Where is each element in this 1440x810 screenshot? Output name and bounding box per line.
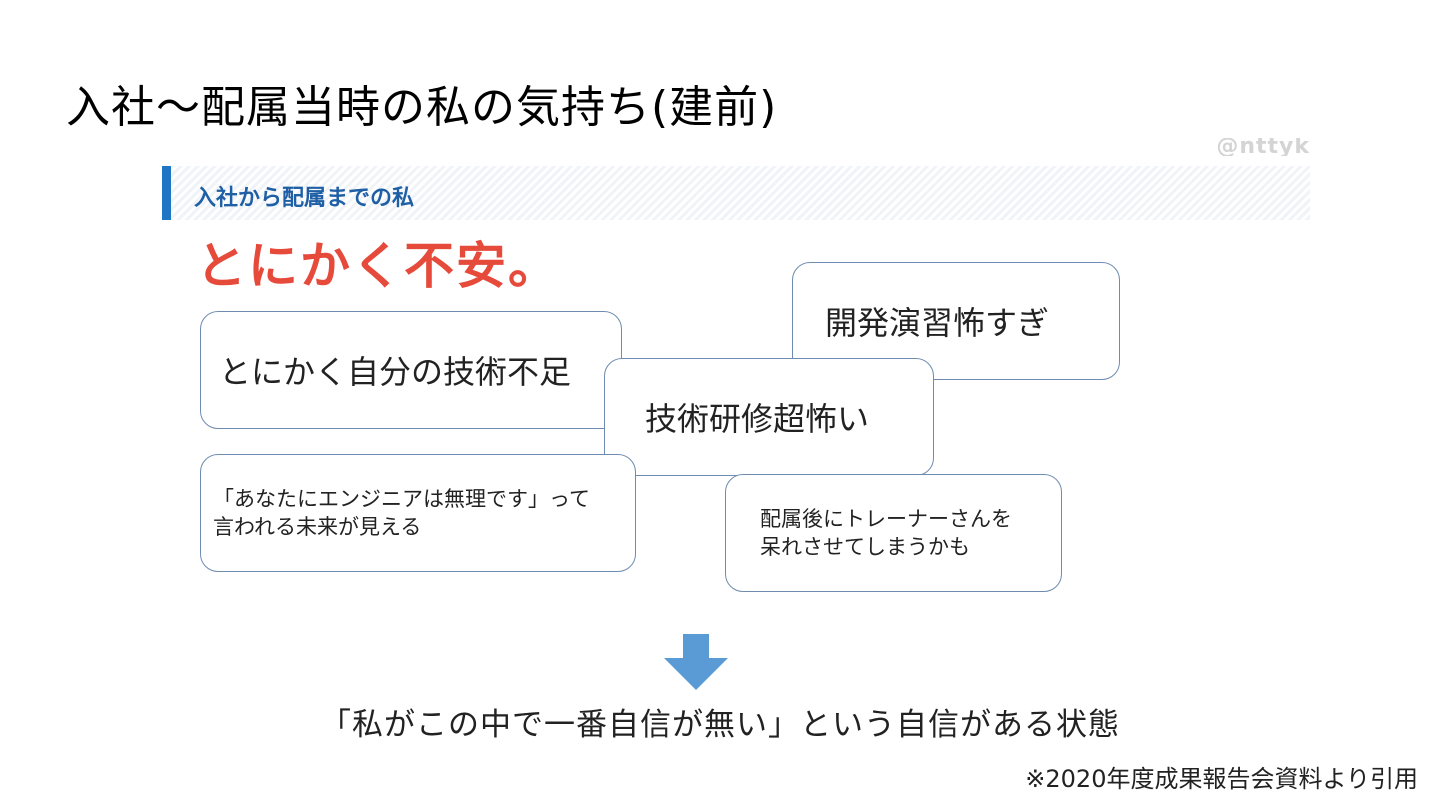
headline: とにかく不安。	[196, 237, 560, 295]
slide-title: 入社〜配属当時の私の気持ち(建前)	[66, 82, 778, 133]
bubble-trainer: 配属後にトレーナーさんを 呆れさせてしまうかも	[725, 474, 1062, 592]
down-arrow-icon	[664, 634, 728, 690]
section-header-text: 入社から配属までの私	[194, 186, 415, 211]
bubble-skill-shortage: とにかく自分の技術不足	[200, 311, 622, 429]
watermark: @nttyk	[1216, 138, 1310, 156]
conclusion-text: 「私がこの中で一番自信が無い」という自信がある状態	[320, 707, 1120, 743]
bubble-tech-training: 技術研修超怖い	[604, 358, 934, 476]
section-header: 入社から配属までの私	[162, 166, 1310, 220]
embedded-slide-image: @nttyk 入社から配属までの私 とにかく不安。 とにかく自分の技術不足 開発…	[162, 138, 1310, 598]
bubble-not-engineer: 「あなたにエンジニアは無理です」って 言われる未来が見える	[200, 454, 636, 572]
source-note: ※2020年度成果報告会資料より引用	[1025, 765, 1418, 793]
section-header-accent-bar	[162, 166, 171, 220]
